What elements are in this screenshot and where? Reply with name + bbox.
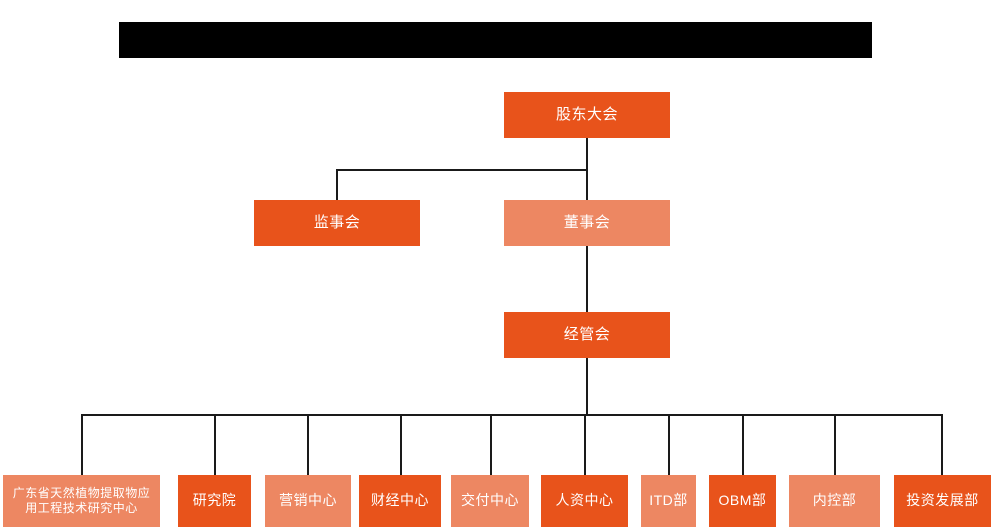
connector-tier4-bus [81,414,942,416]
node-institute-label: 研究院 [192,492,237,509]
connector-directors-to-management [586,246,588,312]
node-obm-label: OBM部 [718,492,767,509]
redacted-title-bar [119,22,872,58]
node-finance[interactable]: 财经中心 [359,475,441,527]
connector-management-down [586,358,588,415]
node-research-center-label: 广东省天然植物提取物应 用工程技术研究中心 [12,486,151,515]
node-hr-label: 人资中心 [555,492,614,509]
node-shareholders[interactable]: 股东大会 [504,92,670,138]
node-directors-label: 董事会 [563,213,611,231]
node-finance-label: 财经中心 [371,492,429,509]
node-supervisors[interactable]: 监事会 [254,200,420,246]
node-investment-label: 投资发展部 [906,492,979,509]
connector-to-investment [941,414,943,475]
node-management-label: 经管会 [563,325,611,343]
node-internal-control-label: 内控部 [812,492,857,509]
connector-to-institute [214,414,216,475]
node-delivery[interactable]: 交付中心 [451,475,529,527]
node-research-center[interactable]: 广东省天然植物提取物应 用工程技术研究中心 [3,475,160,527]
node-supervisors-label: 监事会 [313,213,361,231]
node-itd-label: ITD部 [649,492,688,509]
connector-to-hr [584,414,586,475]
connector-to-research-center [81,414,83,475]
node-obm[interactable]: OBM部 [709,475,776,527]
connector-to-finance [400,414,402,475]
node-internal-control[interactable]: 内控部 [789,475,880,527]
node-investment[interactable]: 投资发展部 [894,475,991,527]
node-marketing[interactable]: 营销中心 [265,475,351,527]
node-management[interactable]: 经管会 [504,312,670,358]
node-directors[interactable]: 董事会 [504,200,670,246]
connector-tier2-bus [336,169,588,171]
connector-to-internal [834,414,836,475]
node-hr[interactable]: 人资中心 [541,475,628,527]
connector-to-itd [668,414,670,475]
connector-to-supervisors [336,169,338,200]
connector-to-marketing [307,414,309,475]
node-institute[interactable]: 研究院 [178,475,251,527]
node-marketing-label: 营销中心 [279,492,337,509]
node-itd[interactable]: ITD部 [641,475,696,527]
node-delivery-label: 交付中心 [461,492,519,509]
connector-to-obm [742,414,744,475]
node-shareholders-label: 股东大会 [555,105,618,123]
connector-to-delivery [490,414,492,475]
